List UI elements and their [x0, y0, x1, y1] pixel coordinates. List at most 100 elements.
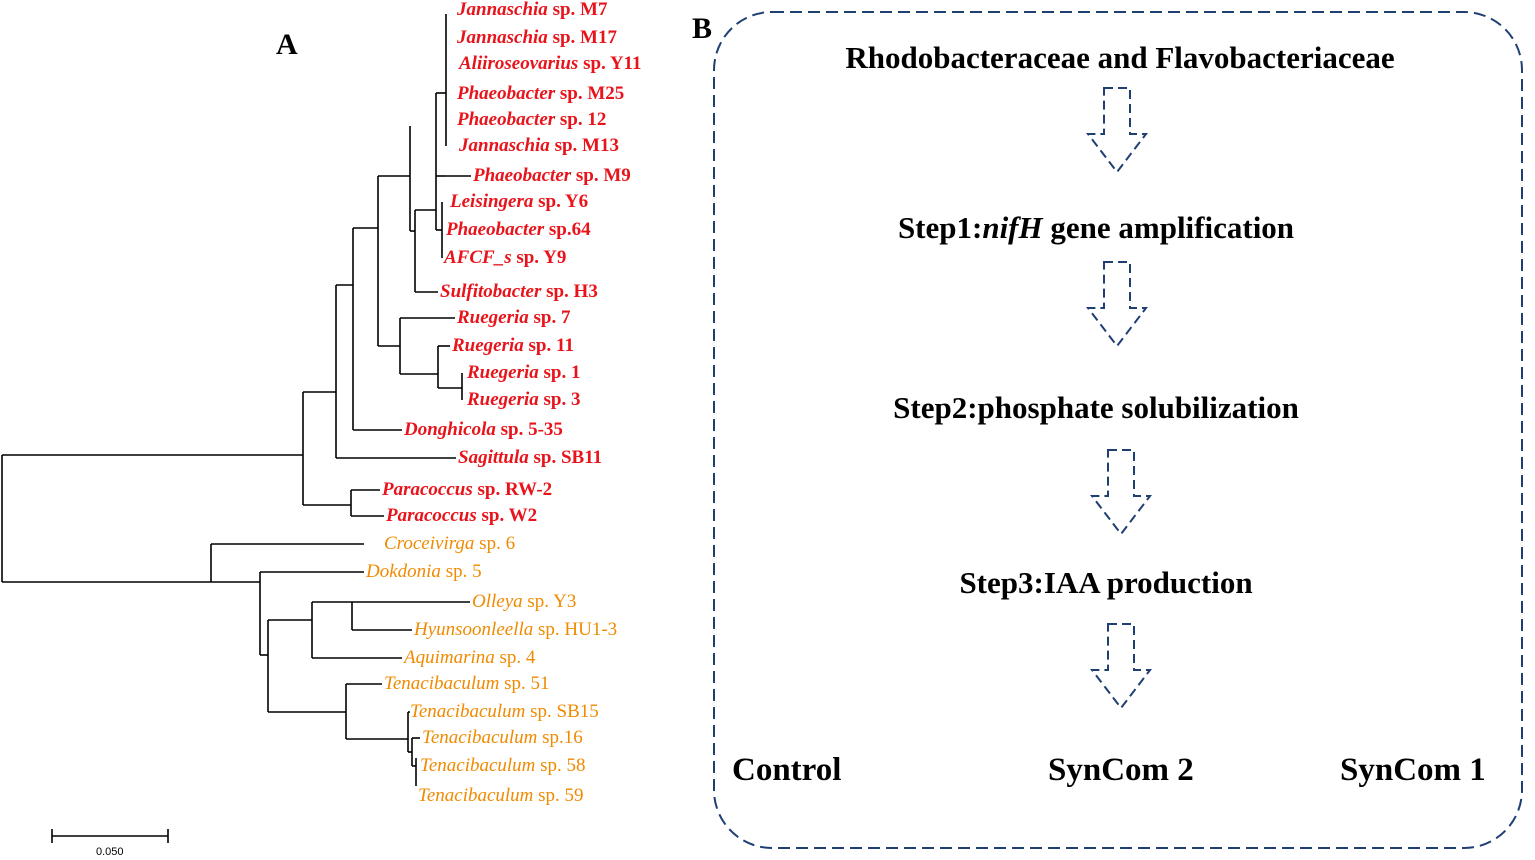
- leaf-label: Jannaschia sp. M17: [457, 27, 617, 49]
- leaf-genus: Ruegeria: [452, 335, 524, 356]
- leaf-label: Dokdonia sp. 5: [366, 561, 482, 583]
- leaf-genus: Sagittula: [458, 447, 529, 468]
- outcome-syncom-1: SynCom 1: [1340, 752, 1486, 788]
- leaf-label: Phaeobacter sp. 12: [457, 109, 606, 131]
- leaf-label: Donghicola sp. 5-35: [404, 419, 563, 441]
- workflow-step-2: Step2:phosphate solubilization: [893, 390, 1299, 425]
- leaf-label: Aquimarina sp. 4: [404, 647, 535, 669]
- leaf-strain: sp. SB15: [525, 701, 599, 722]
- leaf-genus: Tenacibaculum: [420, 755, 536, 776]
- leaf-genus: Ruegeria: [467, 389, 539, 410]
- down-arrow-icon: [1089, 623, 1153, 710]
- leaf-genus: Donghicola: [404, 419, 496, 440]
- leaf-genus: Phaeobacter: [446, 219, 545, 240]
- leaf-genus: AFCF_s: [444, 247, 512, 268]
- down-arrow-icon: [1085, 87, 1149, 174]
- leaf-label: Tenacibaculum sp.16: [422, 727, 583, 749]
- leaf-genus: Jannaschia: [457, 0, 548, 20]
- leaf-genus: Paracoccus: [382, 479, 473, 500]
- leaf-label: Olleya sp. Y3: [472, 591, 576, 613]
- leaf-strain: sp. M25: [555, 83, 625, 104]
- leaf-strain: sp. 6: [474, 533, 516, 554]
- leaf-strain: sp. 51: [499, 673, 550, 694]
- leaf-genus: Dokdonia: [366, 561, 441, 582]
- leaf-strain: sp. Y11: [578, 53, 642, 74]
- leaf-label: Ruegeria sp. 11: [452, 335, 574, 357]
- leaf-strain: sp. W2: [476, 505, 538, 526]
- down-arrow-icon: [1089, 449, 1153, 536]
- leaf-genus: Paracoccus: [386, 505, 477, 526]
- tree-branches: [1, 14, 471, 843]
- leaf-label: Jannaschia sp. M13: [459, 135, 619, 157]
- leaf-strain: sp. Y3: [522, 591, 577, 612]
- leaf-strain: sp.64: [544, 219, 591, 240]
- leaf-strain: sp. Y9: [511, 247, 567, 268]
- leaf-label: Ruegeria sp. 1: [467, 362, 581, 384]
- outcome-control: Control: [732, 752, 842, 788]
- leaf-genus: Tenacibaculum: [384, 673, 500, 694]
- leaf-strain: sp. 4: [494, 647, 536, 668]
- leaf-genus: Aquimarina: [404, 647, 495, 668]
- scale-bar-label: 0.050: [96, 846, 124, 858]
- leaf-label: Phaeobacter sp. M25: [457, 83, 624, 105]
- leaf-label: Hyunsoonleella sp. HU1-3: [414, 619, 617, 641]
- leaf-genus: Croceivirga: [384, 533, 475, 554]
- leaf-label: Tenacibaculum sp. 58: [420, 755, 586, 777]
- leaf-genus: Tenacibaculum: [422, 727, 538, 748]
- leaf-label: Ruegeria sp. 3: [467, 389, 581, 411]
- leaf-strain: sp. 58: [535, 755, 586, 776]
- leaf-strain: sp. H3: [541, 281, 598, 302]
- leaf-genus: Aliiroseovarius: [459, 53, 579, 74]
- leaf-label: Sulfitobacter sp. H3: [440, 281, 598, 303]
- leaf-label: Phaeobacter sp.64: [446, 219, 591, 241]
- leaf-label: Phaeobacter sp. M9: [473, 165, 631, 187]
- leaf-label: Ruegeria sp. 7: [457, 307, 571, 329]
- leaf-strain: sp. M13: [549, 135, 619, 156]
- leaf-strain: sp. 3: [538, 389, 581, 410]
- leaf-strain: sp. 12: [555, 109, 607, 130]
- leaf-strain: sp. M9: [571, 165, 631, 186]
- dashed-frame: [713, 11, 1523, 849]
- leaf-label: AFCF_s sp. Y9: [444, 247, 566, 269]
- leaf-genus: Hyunsoonleella: [414, 619, 534, 640]
- outcome-syncom-2: SynCom 2: [1048, 752, 1194, 788]
- leaf-genus: Leisingera: [450, 191, 534, 212]
- leaf-genus: Ruegeria: [457, 307, 529, 328]
- leaf-strain: sp. 5-35: [495, 419, 563, 440]
- workflow-step-3: Step3:IAA production: [959, 565, 1253, 600]
- leaf-genus: Jannaschia: [457, 27, 548, 48]
- leaf-label: Paracoccus sp. W2: [386, 505, 537, 527]
- leaf-label: Sagittula sp. SB11: [458, 447, 602, 469]
- leaf-genus: Phaeobacter: [457, 83, 556, 104]
- leaf-label: Tenacibaculum sp. 59: [418, 785, 584, 807]
- leaf-strain: sp. RW-2: [472, 479, 553, 500]
- panel-a-label: A: [276, 28, 298, 61]
- leaf-strain: sp. M7: [547, 0, 608, 20]
- leaf-label: Tenacibaculum sp. 51: [384, 673, 550, 695]
- leaf-label: Paracoccus sp. RW-2: [382, 479, 552, 501]
- leaf-label: Leisingera sp. Y6: [450, 191, 588, 213]
- scale-bar: [51, 829, 169, 843]
- panel-b-label: B: [692, 12, 713, 45]
- workflow-header: Rhodobacteraceae and Flavobacteriaceae: [845, 40, 1395, 75]
- leaf-strain: sp. 11: [523, 335, 574, 356]
- workflow-step-1: Step1:nifH gene amplification: [897, 210, 1295, 245]
- leaf-strain: sp. SB11: [528, 447, 603, 468]
- leaf-genus: Phaeobacter: [473, 165, 572, 186]
- leaf-genus: Tenacibaculum: [410, 701, 526, 722]
- leaf-strain: sp. M17: [547, 27, 617, 48]
- leaf-strain: sp. 59: [533, 785, 584, 806]
- leaf-strain: sp. Y6: [533, 191, 589, 212]
- leaf-strain: sp.16: [537, 727, 583, 748]
- gene-name: nifH: [982, 210, 1043, 245]
- down-arrow-icon: [1085, 261, 1149, 348]
- leaf-label: Aliiroseovarius sp. Y11: [459, 53, 642, 75]
- leaf-label: Jannaschia sp. M7: [457, 0, 607, 21]
- leaf-strain: sp. 5: [440, 561, 482, 582]
- leaf-genus: Sulfitobacter: [440, 281, 542, 302]
- leaf-genus: Ruegeria: [467, 362, 539, 383]
- leaf-label: Tenacibaculum sp. SB15: [410, 701, 599, 723]
- leaf-strain: sp. HU1-3: [533, 619, 618, 640]
- leaf-genus: Phaeobacter: [457, 109, 556, 130]
